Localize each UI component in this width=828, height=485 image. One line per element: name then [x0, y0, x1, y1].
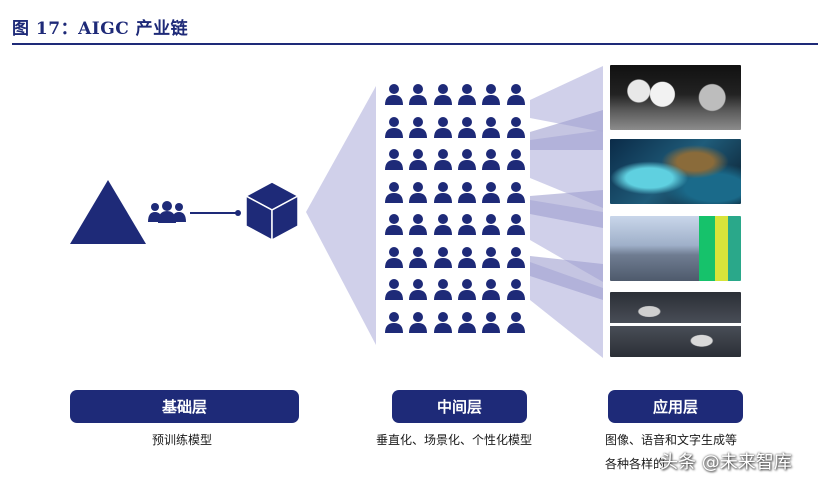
astronaut-horse-image: [610, 65, 741, 130]
person-icon: [482, 246, 501, 268]
person-icon: [409, 246, 428, 268]
person-icon: [385, 311, 403, 333]
person-icon: [458, 311, 476, 333]
person-icon: [458, 84, 476, 105]
person-icon: [409, 214, 428, 235]
person-icon: [458, 214, 476, 235]
application-layer-label: 应用层: [608, 390, 743, 423]
person-icon: [385, 279, 403, 300]
cube-icon: [244, 181, 300, 242]
person-icon: [482, 279, 501, 300]
person-icon: [482, 181, 501, 203]
watermark: 头条 @未来智库: [660, 452, 792, 473]
base-layer-label: 基础层: [70, 390, 299, 423]
person-icon: [506, 149, 525, 170]
traffic-camera-image: [610, 292, 741, 357]
triangle-icon: [70, 180, 146, 244]
title-divider: [12, 43, 818, 45]
funnel-right-overlap-1: [530, 110, 603, 150]
person-icon: [385, 214, 403, 235]
person-icon: [506, 214, 525, 235]
person-icon: [409, 149, 428, 170]
middle-layer-label: 中间层: [392, 390, 527, 423]
person-icon: [433, 149, 452, 170]
person-icon: [385, 149, 403, 170]
person-icon: [385, 181, 403, 203]
person-icon: [506, 116, 525, 138]
person-icon: [385, 84, 403, 105]
person-icon: [506, 311, 525, 333]
person-icon: [458, 116, 476, 138]
application-layer-caption-continued: 各种各样的: [605, 457, 666, 471]
person-icon: [433, 311, 452, 333]
fluid-art-image: [610, 139, 741, 204]
person-icon: [458, 246, 476, 268]
person-icon: [433, 116, 452, 138]
person-icon: [409, 311, 428, 333]
person-icon: [482, 149, 501, 170]
person-icon: [458, 149, 476, 170]
people-grid: [383, 82, 529, 342]
person-icon: [482, 84, 501, 105]
funnel-left-shape: [306, 86, 376, 345]
person-icon: [385, 246, 403, 268]
user-group-icon: [148, 201, 186, 223]
person-icon: [433, 181, 452, 203]
person-icon: [506, 246, 525, 268]
person-icon: [409, 181, 428, 203]
funnel-right-overlap-3: [530, 256, 603, 300]
person-icon: [482, 311, 501, 333]
person-icon: [506, 181, 525, 203]
person-icon: [409, 84, 428, 105]
base-layer-caption: 预训练模型: [152, 433, 213, 447]
person-icon: [409, 279, 428, 300]
connector-line: [190, 210, 241, 216]
person-icon: [458, 181, 476, 203]
person-icon: [506, 279, 525, 300]
middle-layer-caption: 垂直化、场景化、个性化模型: [376, 433, 533, 447]
person-icon: [482, 214, 501, 235]
person-icon: [433, 246, 452, 268]
segmented-street-image: [610, 216, 741, 281]
person-icon: [482, 116, 501, 138]
person-icon: [458, 279, 476, 300]
person-icon: [385, 116, 403, 138]
funnel-right-overlap-2: [530, 190, 603, 228]
person-icon: [506, 84, 525, 105]
person-icon: [409, 116, 428, 138]
person-icon: [433, 214, 452, 235]
figure-title: 图 17：AIGC 产业链: [12, 19, 189, 39]
person-icon: [433, 279, 452, 300]
person-icon: [433, 84, 452, 105]
application-layer-caption: 图像、语音和文字生成等: [605, 433, 738, 447]
